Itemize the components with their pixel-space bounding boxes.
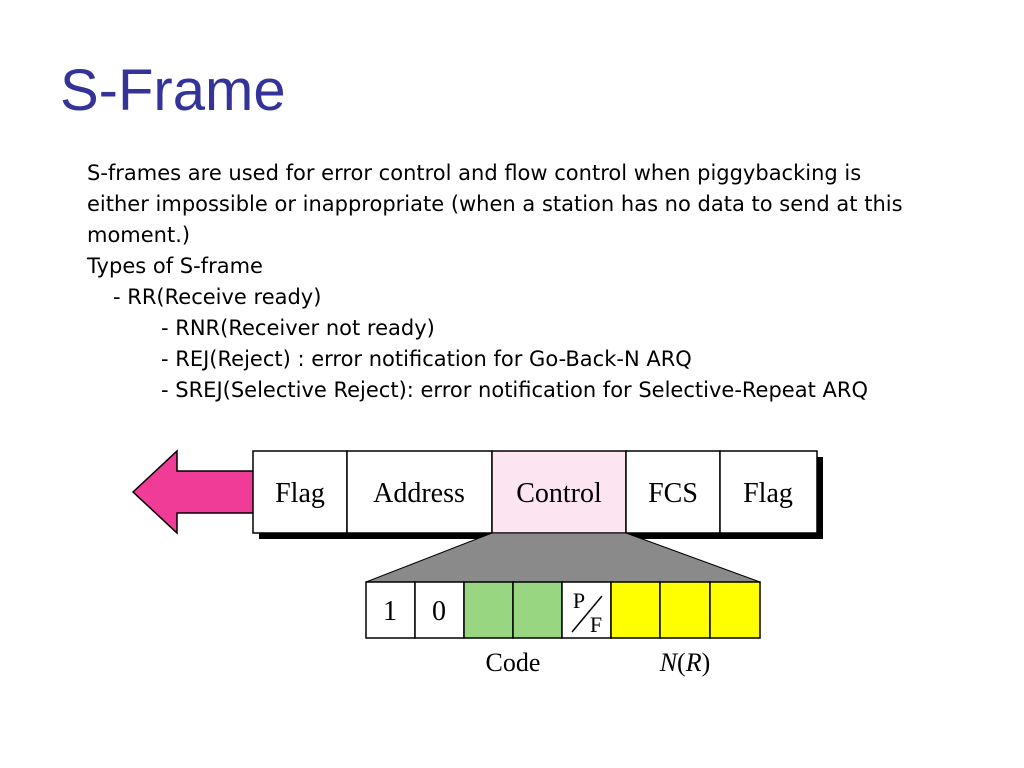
slide-title: S-Frame <box>60 58 286 123</box>
bit-nr-1 <box>610 581 661 639</box>
pf-slash <box>571 595 603 633</box>
field-flag-end <box>719 450 818 534</box>
type-item-srej: - SREJ(Selective Reject): error notifica… <box>161 378 868 402</box>
bit-label-2: 0 <box>432 596 446 627</box>
bit-nr-3 <box>709 581 761 639</box>
field-label-flag-start: Flag <box>275 478 325 509</box>
field-label-address: Address <box>373 478 465 509</box>
bit-2 <box>414 581 465 639</box>
bit-nr-2 <box>659 581 711 639</box>
frame-fields <box>252 450 818 534</box>
field-control <box>491 450 627 534</box>
arrow-left-icon <box>131 449 256 535</box>
type-item-rnr: - RNR(Receiver not ready) <box>161 316 435 340</box>
control-bits <box>365 581 761 639</box>
field-fcs <box>625 450 721 534</box>
pf-label-p: P <box>573 588 585 613</box>
nr-caption: N(R) <box>659 648 711 677</box>
type-item-rej: - REJ(Reject) : error notification for G… <box>161 347 692 371</box>
control-expansion-wedge <box>365 532 761 583</box>
type-item-rr: - RR(Receive ready) <box>113 285 322 309</box>
bit-code-1 <box>463 581 514 639</box>
paragraph-line: moment.) <box>87 223 191 247</box>
types-heading: Types of S-frame <box>87 254 263 278</box>
pf-label-f: F <box>590 612 602 637</box>
bit-code-2 <box>512 581 563 639</box>
slide-body: S-frames are used for error control and … <box>87 158 903 406</box>
bit-pf <box>561 581 612 639</box>
bit-label-1: 1 <box>383 596 397 627</box>
field-label-control: Control <box>516 478 602 509</box>
code-caption: Code <box>486 648 541 677</box>
paragraph-line: S-frames are used for error control and … <box>87 161 862 185</box>
field-label-flag-end: Flag <box>743 478 793 509</box>
field-label-fcs: FCS <box>648 478 698 509</box>
bit-1 <box>365 581 416 639</box>
paragraph-line: either impossible or inappropriate (when… <box>87 192 903 216</box>
